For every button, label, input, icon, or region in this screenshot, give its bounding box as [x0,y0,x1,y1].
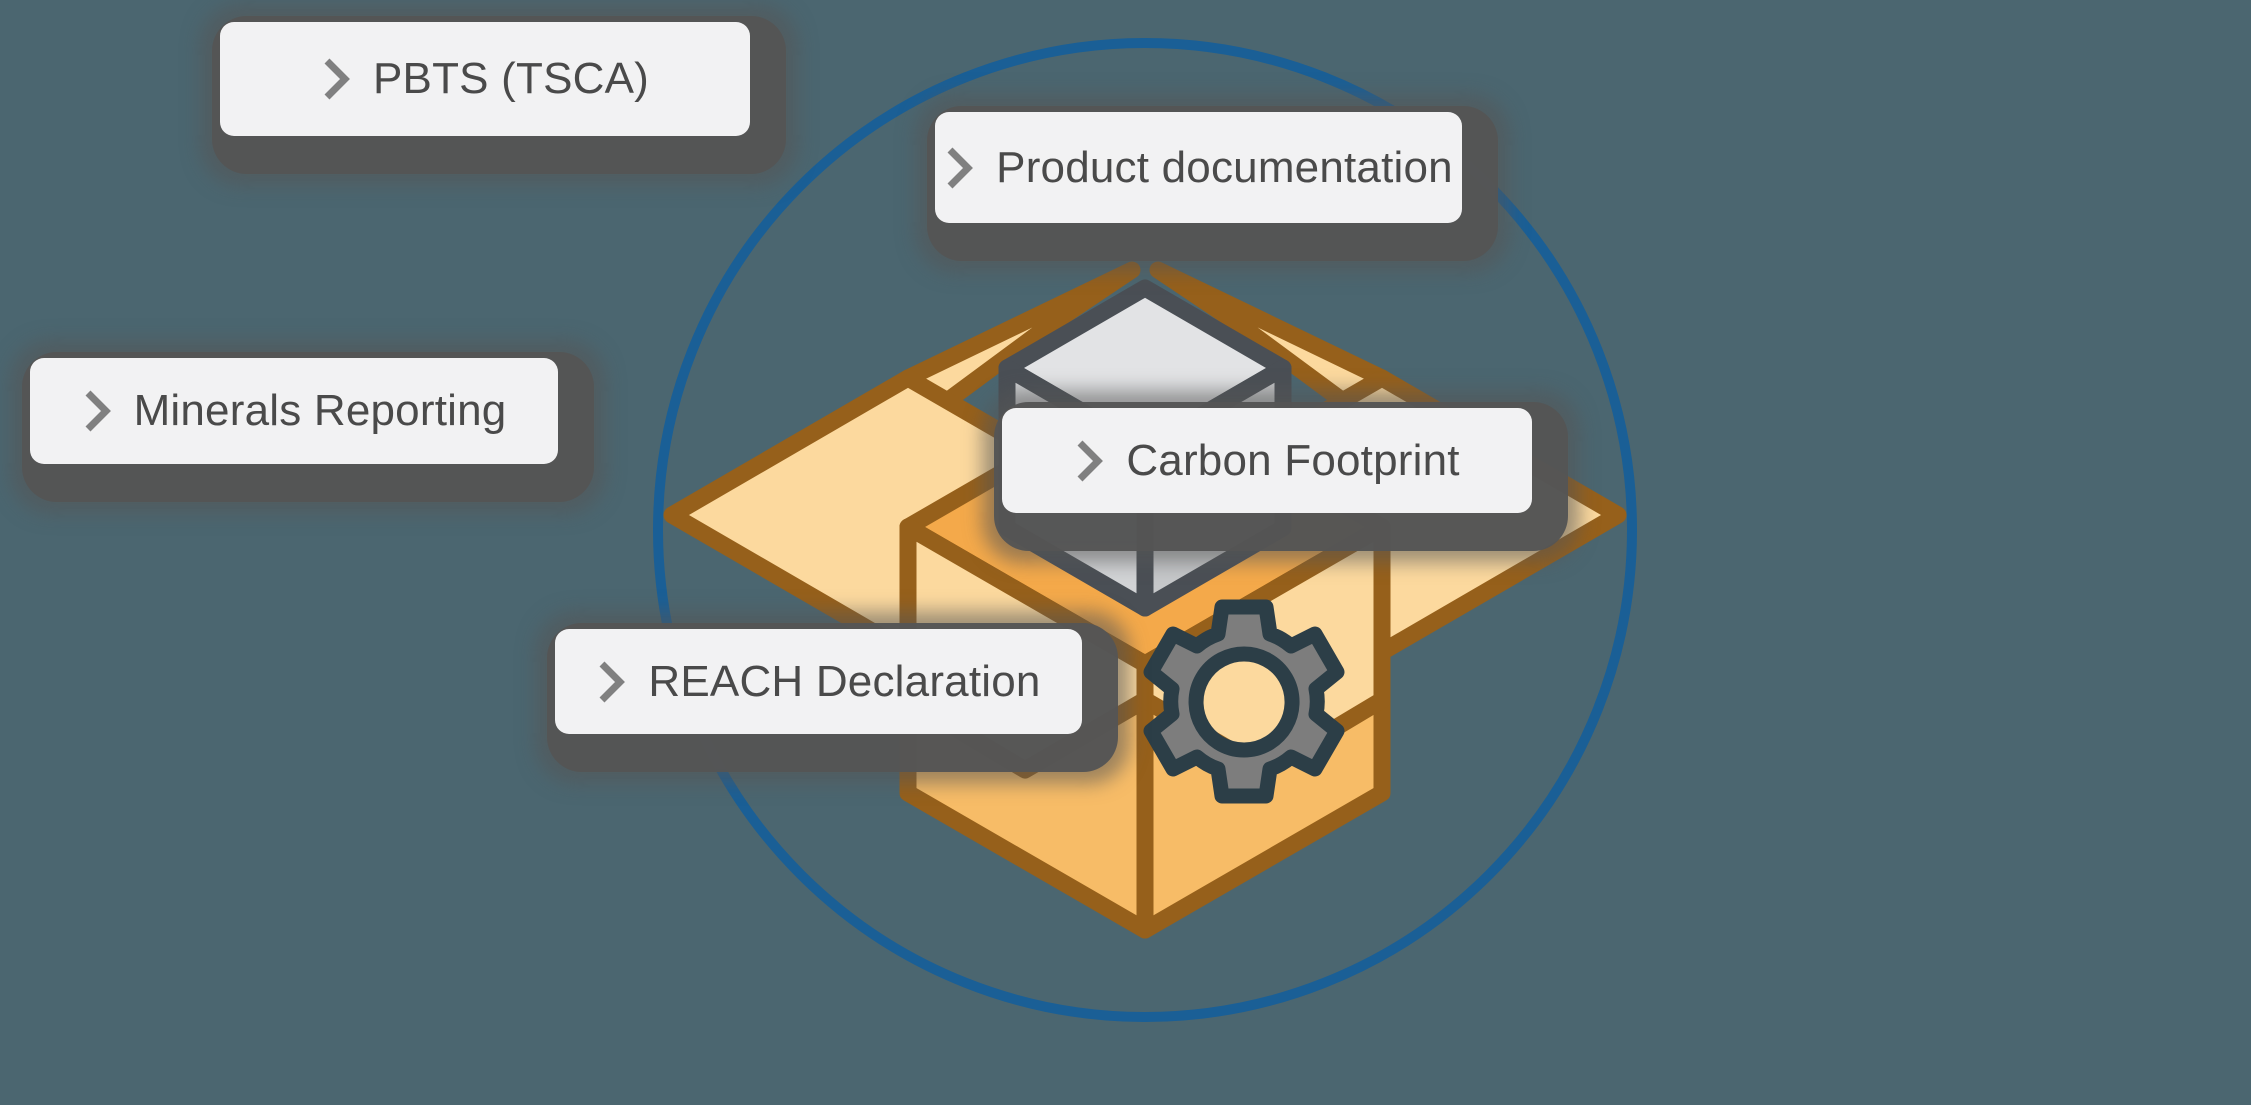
chevron-right-icon [1077,440,1104,481]
card-label: Minerals Reporting [133,386,507,435]
card-label: Product documentation [996,142,1453,192]
chevron-right-icon [324,58,350,100]
card-content: Carbon Footprint [1002,408,1532,513]
card-product-documentation[interactable]: Product documentation [935,112,1462,223]
card-content: PBTS (TSCA) [220,22,750,136]
card-pbts[interactable]: PBTS (TSCA) [220,22,750,136]
chevron-right-icon [947,147,974,188]
card-content: Product documentation [935,112,1462,223]
card-content: REACH Declaration [555,629,1082,734]
card-label: PBTS (TSCA) [373,54,649,103]
chevron-right-icon [599,661,626,702]
card-content: Minerals Reporting [30,358,558,464]
card-label: REACH Declaration [648,656,1041,706]
card-label: Carbon Footprint [1126,435,1460,485]
chevron-right-icon [85,390,111,432]
connector-circle [653,38,1637,1022]
card-reach-declaration[interactable]: REACH Declaration [555,629,1082,734]
gear-outline-path [1143,599,1345,804]
card-minerals-reporting[interactable]: Minerals Reporting [30,358,558,464]
card-carbon-footprint[interactable]: Carbon Footprint [1002,408,1532,513]
gear-icon [1143,599,1345,804]
